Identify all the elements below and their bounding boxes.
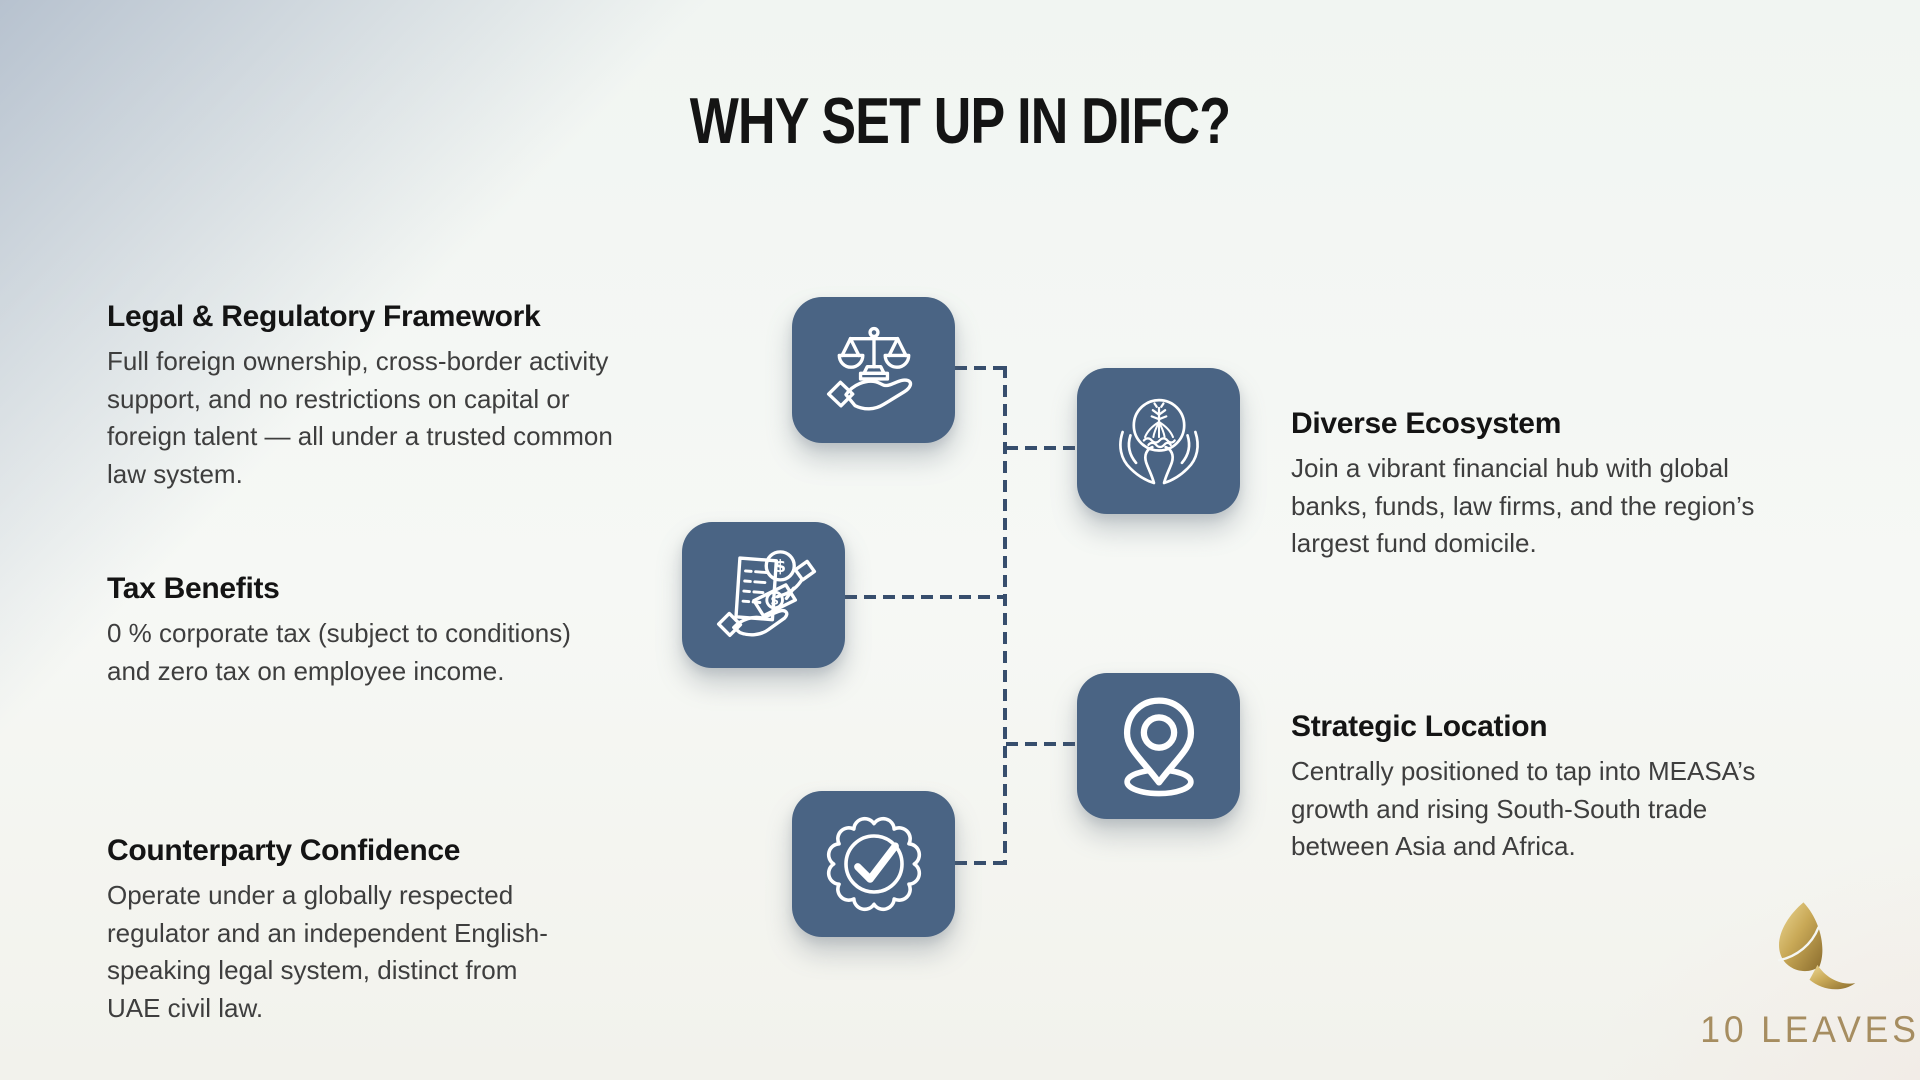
benefit-counterparty-body: Operate under a globally respected regul… — [107, 880, 548, 1023]
benefit-block-counterparty: Counterparty Confidence Operate under a … — [107, 834, 577, 1027]
hands-holding-ecosystem-icon — [1103, 385, 1215, 497]
scales-on-hand-icon — [818, 314, 930, 426]
connector-tax-line — [845, 595, 1004, 599]
brand-wordmark: 10 LEAVES — [1700, 1009, 1920, 1050]
benefit-tax-body: 0 % corporate tax (subject to conditions… — [107, 618, 571, 686]
benefit-location-body: Centrally positioned to tap into MEASA’s… — [1291, 756, 1756, 861]
verified-badge-icon — [818, 808, 930, 920]
location-pin-icon — [1103, 690, 1215, 802]
benefit-block-ecosystem: Diverse Ecosystem Join a vibrant financi… — [1291, 407, 1791, 563]
connector-counterparty-line — [955, 861, 1005, 865]
benefit-block-location: Strategic Location Centrally positioned … — [1291, 710, 1791, 866]
benefit-block-legal: Legal & Regulatory Framework Full foreig… — [107, 300, 632, 493]
benefit-ecosystem-body: Join a vibrant financial hub with global… — [1291, 453, 1755, 558]
page-title: WHY SET UP IN DIFC? — [689, 84, 1231, 157]
tile-legal — [792, 297, 955, 443]
brand-logo: 10 LEAVES — [1695, 900, 1920, 1051]
benefit-counterparty-heading: Counterparty Confidence — [107, 834, 461, 867]
tile-location — [1077, 673, 1240, 819]
gold-leaf-icon — [1754, 902, 1866, 1002]
benefit-block-tax: Tax Benefits 0 % corporate tax (subject … — [107, 572, 597, 690]
connector-legal-line — [955, 366, 1005, 370]
benefit-location-heading: Strategic Location — [1291, 710, 1548, 743]
tile-counterparty — [792, 791, 955, 937]
benefit-legal-heading: Legal & Regulatory Framework — [107, 300, 541, 333]
tax-money-hand-icon: $ $ — [708, 539, 820, 651]
benefit-tax-heading: Tax Benefits — [107, 572, 280, 605]
svg-text:$: $ — [770, 594, 779, 608]
benefit-ecosystem-heading: Diverse Ecosystem — [1291, 407, 1562, 440]
tile-ecosystem — [1077, 368, 1240, 514]
tile-tax: $ $ — [682, 522, 845, 668]
benefit-legal-body: Full foreign ownership, cross-border act… — [107, 346, 613, 489]
connector-location-line — [1006, 742, 1078, 746]
connector-vertical-line — [1003, 366, 1007, 865]
connector-ecosystem-line — [1006, 446, 1078, 450]
svg-text:$: $ — [774, 556, 786, 576]
